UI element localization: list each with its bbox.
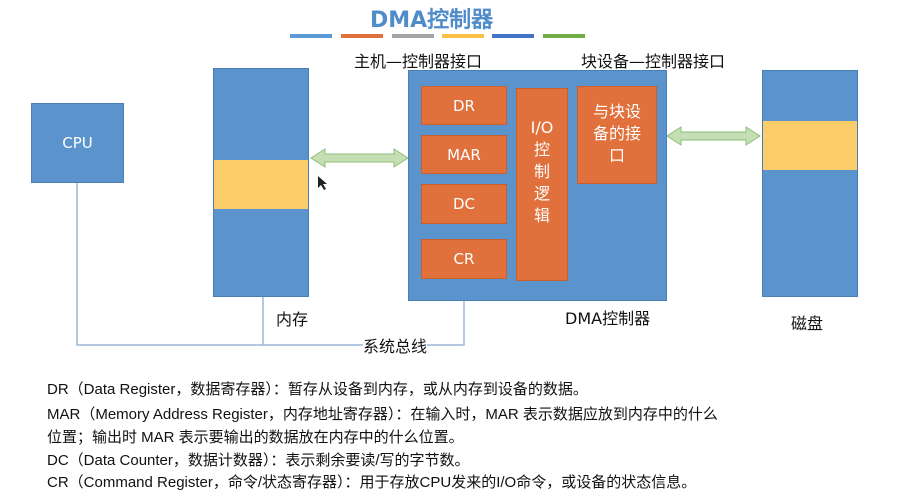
memory-block (214, 160, 308, 209)
cpu-label: CPU (62, 134, 93, 152)
disk-label: 磁盘 (791, 314, 824, 333)
note-mar-cont: 位置；输出时 MAR 表示要输出的数据放在内存中的什么位置。 (47, 429, 464, 446)
title-bar-4 (442, 34, 484, 38)
disk-box (762, 70, 858, 297)
register-mar: MAR (421, 135, 507, 174)
title-bar-3 (392, 34, 434, 38)
double-arrow-host (310, 148, 409, 168)
mouse-cursor-icon (318, 176, 327, 190)
io-logic-text: 辑 (533, 206, 550, 225)
host-interface-label: 主机—控制器接口 (354, 52, 483, 71)
device-interface-label: 块设备—控制器接口 (581, 52, 726, 71)
memory-label: 内存 (276, 310, 309, 329)
io-logic-text: 逻 (533, 184, 550, 203)
device-port-text: 与块设 (592, 102, 641, 121)
cpu-box: CPU (31, 103, 124, 183)
note-dc: DC（Data Counter，数据计数器）：表示剩余要读/写的字节数。 (47, 452, 470, 469)
io-logic-text: 制 (533, 162, 550, 181)
io-logic-text: 控 (533, 140, 550, 159)
register-dc: DC (421, 184, 507, 224)
io-control-logic: I/O 控 制 逻 辑 (516, 88, 568, 281)
device-port-text: 备的接 (592, 124, 641, 143)
note-mar: MAR（Memory Address Register，内存地址寄存器）：在输入… (47, 406, 718, 423)
title-bar-1 (290, 34, 332, 38)
disk-block (763, 121, 857, 170)
dma-label: DMA控制器 (565, 309, 651, 328)
title-bar-6 (543, 34, 585, 38)
block-device-port: 与块设 备的接 口 (577, 86, 657, 184)
title-bar-5 (492, 34, 534, 38)
note-dr: DR（Data Register，数据寄存器）：暂存从设备到内存，或从内存到设备… (47, 381, 588, 398)
system-bus-label: 系统总线 (363, 333, 428, 357)
title-bar-2 (341, 34, 383, 38)
page-title: DMA控制器 (370, 8, 494, 33)
note-cr: CR（Command Register，命令/状态寄存器）：用于存放CPU发来的… (47, 474, 697, 491)
register-cr: CR (421, 239, 507, 279)
io-logic-text: I/O (530, 118, 554, 137)
double-arrow-device (666, 126, 761, 146)
register-dr: DR (421, 86, 507, 125)
device-port-text: 口 (608, 146, 625, 165)
